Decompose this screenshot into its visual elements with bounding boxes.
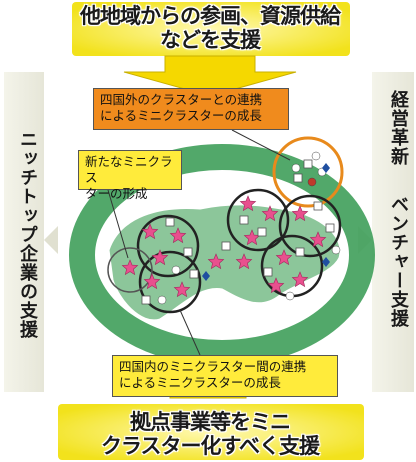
top-arrow: [123, 55, 297, 97]
dot-marker: [307, 177, 317, 187]
shikoku-island: [106, 202, 343, 323]
top-banner-text: 他地域からの参画、資源供給 などを支援: [60, 4, 360, 52]
diamond-marker: [322, 257, 330, 267]
star-icon: [151, 249, 169, 266]
callout-outside-cluster: 四国外のクラスターとの連携 によるミニクラスターの成長: [93, 88, 289, 130]
diamond-marker: [202, 271, 210, 281]
star-icon: [309, 231, 327, 248]
square-marker: [313, 201, 323, 211]
callout-leader: [107, 189, 129, 259]
bottom-banner-line1: 拠点事業等をミニ: [130, 410, 291, 434]
right-banner-text-1: 経営革新: [388, 90, 409, 166]
outer-cluster-circle: [272, 136, 344, 208]
diamond-marker: [322, 163, 330, 173]
square-marker: [303, 159, 313, 169]
callout-new-cluster: 新たなミニクラス ターの形成: [78, 150, 182, 201]
square-marker: [257, 227, 267, 237]
callout-new-line2: ターの形成: [85, 186, 148, 201]
cluster-markers: [121, 151, 341, 305]
left-banner-text: ニッチトップ企業の支援: [17, 130, 38, 339]
square-marker: [263, 267, 273, 277]
callout-leader: [179, 309, 201, 356]
callout-inner-cluster: 四国内のミニクラスター間の連携 によるミニクラスターの成長: [112, 355, 338, 397]
new-cluster-circle: [107, 247, 153, 293]
star-icon: [207, 253, 225, 270]
top-banner-line2: などを支援: [160, 28, 261, 52]
top-banner-line1: 他地域からの参画、資源供給: [80, 4, 341, 28]
mini-cluster-circle: [138, 250, 202, 314]
square-marker: [239, 215, 249, 225]
mini-cluster-circle: [136, 214, 200, 278]
star-icon: [267, 277, 285, 294]
mini-cluster-circle: [226, 188, 290, 252]
bottom-banner-line2: クラスター化すべく支援: [100, 434, 320, 458]
bottom-banner-text: 拠点事業等をミニ クラスター化すべく支援: [60, 410, 360, 458]
mini-cluster-circle: [278, 194, 342, 258]
callout-leader: [231, 129, 291, 161]
square-marker: [141, 295, 151, 305]
star-icon: [173, 281, 191, 298]
callout-new-line1: 新たなミニクラス: [85, 154, 173, 185]
star-icon: [275, 249, 293, 266]
dot-marker: [157, 295, 167, 305]
green-ring: [69, 144, 375, 366]
top-banner: [72, 2, 350, 56]
square-marker: [325, 223, 335, 233]
star-icon: [169, 227, 187, 244]
left-arrow: [44, 226, 58, 254]
dot-marker: [311, 151, 321, 161]
star-icon: [143, 273, 161, 290]
callout-inner-line1: 四国内のミニクラスター間の連携: [119, 359, 307, 374]
star-icon: [121, 259, 139, 276]
dot-marker: [285, 291, 295, 301]
right-banner-text-2: ベンチャー支援: [388, 195, 409, 328]
star-icon: [291, 205, 309, 222]
star-icon: [291, 271, 309, 288]
callout-inner-line2: によるミニクラスターの成長: [119, 375, 281, 390]
callout-outside-line2: によるミニクラスターの成長: [100, 108, 262, 123]
star-icon: [141, 223, 159, 240]
square-marker: [189, 269, 199, 279]
star-icon: [239, 195, 257, 212]
dot-marker: [171, 265, 181, 275]
square-marker: [293, 173, 303, 183]
callout-outside-line1: 四国外のクラスターとの連携: [100, 92, 263, 107]
star-icon: [261, 205, 279, 222]
square-marker: [165, 217, 175, 227]
left-banner-panel: [4, 72, 44, 392]
square-marker: [221, 241, 231, 251]
square-marker: [295, 247, 305, 257]
dot-marker: [291, 163, 301, 173]
dot-marker: [331, 245, 341, 255]
star-icon: [235, 253, 253, 270]
bottom-banner: [58, 404, 364, 460]
square-marker: [183, 247, 193, 257]
right-banner-panel: [372, 72, 414, 392]
